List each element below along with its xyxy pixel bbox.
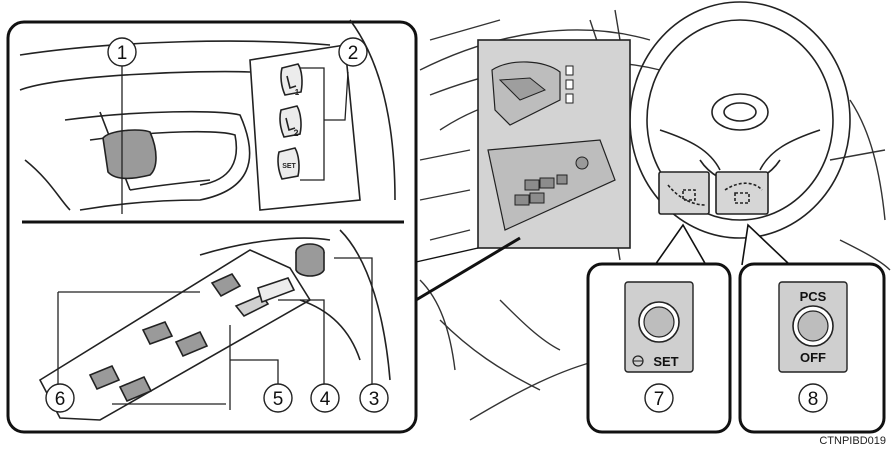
memory-1-label: 1 (295, 88, 300, 97)
callout-5-circle (263, 383, 293, 413)
door-inset (477, 39, 631, 249)
callout-circles (45, 37, 828, 413)
callout-4-circle (310, 383, 340, 413)
callout-6-circle (45, 383, 75, 413)
callout-3-circle (359, 383, 389, 413)
steering-wheel (629, 1, 851, 239)
callout-4: 4 (320, 389, 331, 410)
callout-1: 1 (117, 43, 128, 64)
callout-5: 5 (273, 389, 284, 410)
callout-7-circle (644, 383, 674, 413)
window-switch-area (38, 229, 391, 421)
callout-2: 2 (348, 43, 359, 64)
callout-7: 7 (654, 389, 665, 410)
door-handle-area (19, 19, 396, 211)
image-code: CTNPIBD019 (819, 435, 886, 447)
off-label: OFF (800, 350, 826, 365)
set-switch-panel (586, 262, 732, 434)
memory-seat-inset (6, 20, 521, 434)
callout-1-circle (107, 37, 137, 67)
memory-set-label: SET (282, 163, 296, 170)
leader-lines (57, 66, 373, 410)
door-handle-lever (102, 129, 157, 180)
pointer-lines (654, 223, 791, 266)
callout-2-circle (338, 37, 368, 67)
callout-8: 8 (808, 389, 819, 410)
pcs-switch-panel (738, 262, 886, 434)
callout-6: 6 (55, 389, 66, 410)
memory-2-label: 2 (293, 128, 298, 138)
callout-8-circle (798, 383, 828, 413)
pcs-label: PCS (800, 289, 827, 304)
memory-buttons (277, 63, 303, 180)
callout-3: 3 (369, 389, 380, 410)
set-switch-label: SET (653, 354, 678, 369)
